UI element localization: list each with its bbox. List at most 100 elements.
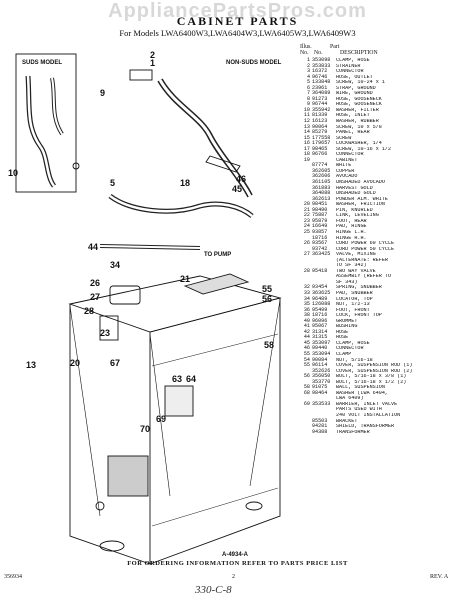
callout-28: 28 [84, 306, 94, 316]
parts-illus-number: 58 [303, 384, 310, 391]
parts-illus-number: 1 [306, 57, 310, 63]
parts-part-number: 95067 [312, 323, 328, 330]
parts-part-number: 75887 [312, 212, 328, 219]
parts-description: HOSE [336, 329, 349, 335]
parts-illus-number: 5 [306, 79, 310, 86]
callout-67: 67 [110, 358, 120, 368]
suspension-rod-2 [149, 333, 171, 497]
parts-part-number: 353533 [312, 400, 331, 407]
parts-illus-number: 45 [303, 339, 310, 346]
header-no: No. [300, 50, 309, 57]
parts-part-number: 85279 [312, 129, 328, 136]
handwritten-note: 330-C-8 [195, 584, 232, 596]
callout-69: 69 [156, 414, 166, 424]
parts-illus-number [300, 430, 312, 436]
parts-illus-number: 55 [303, 362, 310, 369]
parts-description: WIRE, GROUND [336, 91, 373, 97]
parts-illus-number: 36 [303, 306, 310, 313]
exploded-diagram: SUDS MODEL NON-SUDS MODEL TO PUMP A-4934… [8, 50, 282, 565]
diagram-code: A-4934-A [222, 552, 249, 558]
parts-description: CORD POWER 50 CYCLE [336, 246, 395, 252]
leveling-foot [99, 540, 125, 552]
parts-description: LOCATOR, TOP [336, 296, 373, 302]
parts-illus-number: 19 [303, 156, 310, 163]
parts-description: BOLT, 5/16-18 x 1/2 (2) [336, 379, 407, 385]
parts-description: BRACKET [336, 418, 358, 424]
parts-illus-number: 34 [303, 295, 310, 302]
parts-illus-number: 38 [303, 312, 310, 319]
parts-illus-number: 16 [303, 140, 310, 147]
parts-part-number: 90064 [312, 123, 328, 130]
parts-description: UNSHADED GOLD [336, 191, 376, 197]
parts-part-number: 95418 [312, 267, 328, 274]
parts-part-number: 96746 [312, 73, 328, 80]
callout-26: 26 [90, 278, 100, 288]
parts-description: HOSE, OUTLET [336, 74, 373, 80]
suds-label: SUDS MODEL [22, 60, 62, 66]
parts-illus-number: 7 [306, 90, 310, 97]
parts-description: PAD, SNUBBER [336, 290, 373, 296]
suds-model-box [15, 53, 77, 193]
parts-part-number: 95499 [312, 306, 328, 313]
valve [99, 315, 119, 341]
parts-illus-number: 4 [306, 73, 310, 80]
parts-description: FOOT, FRONT [336, 307, 370, 313]
parts-description: LWA 6409) [336, 396, 364, 402]
parts-description: UNSHADED AVOCADO [336, 180, 385, 186]
to-pump-hose-inner [99, 245, 201, 249]
parts-part-number: 364089 [312, 90, 331, 97]
parts-illus-number: 55 [303, 350, 310, 357]
parts-description: WHITE [336, 163, 352, 169]
parts-illus-number: 35 [303, 301, 310, 308]
parts-description: BUSHING [336, 324, 358, 330]
parts-part-number: 361883 [312, 184, 331, 191]
parts-illus-number: 56 [303, 373, 310, 380]
parts-illus-number: 6 [306, 84, 310, 91]
parts-part-number: 95879 [312, 217, 328, 224]
parts-illus-number: 32 [303, 284, 310, 291]
parts-table-header: Illus. Part No. No. DESCRIPTION [300, 44, 472, 57]
parts-illus-number: 10 [303, 106, 310, 113]
parts-description: SCREW [336, 135, 352, 141]
parts-part-number: 353098 [312, 57, 331, 63]
parts-part-number: 31315 [312, 334, 328, 341]
footer-revision: REV. A [430, 574, 449, 580]
cabinet-top [68, 275, 282, 333]
parts-illus-number: 25 [303, 228, 310, 235]
parts-description: CONNECTOR [336, 69, 364, 75]
clamp-part [72, 162, 80, 170]
parts-part-number: 98451 [312, 201, 328, 208]
parts-description: SF 343) [336, 279, 358, 285]
parts-description: BARRIER, INLET VALVE [336, 401, 398, 407]
parts-description: (ALTERNATE: REFER [336, 257, 388, 263]
outlet-hose-inner [109, 194, 253, 217]
parts-part-number: 96766 [312, 151, 328, 158]
parts-part-number: 94281 [312, 423, 328, 430]
footer-doc-number: 356934 [4, 574, 22, 580]
parts-description: CLAMP, HOSE [336, 58, 370, 63]
parts-illus-number: 13 [303, 123, 310, 130]
